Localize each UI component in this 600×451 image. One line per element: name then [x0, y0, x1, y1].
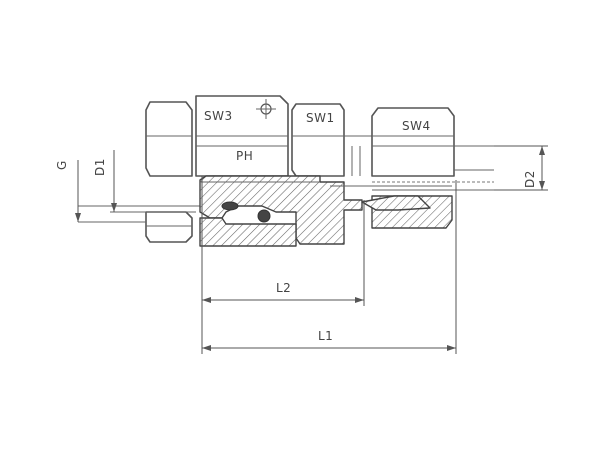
- section-body: [199, 175, 453, 247]
- label-d2: D2: [523, 170, 537, 188]
- label-sw4: SW4: [402, 119, 431, 133]
- sw4-nut: [371, 107, 455, 177]
- o-ring: [257, 209, 271, 223]
- dimension-d2: D2: [494, 145, 548, 191]
- label-sw3: SW3: [204, 109, 233, 123]
- label-l2: L2: [276, 281, 291, 295]
- label-ph: PH: [236, 149, 253, 163]
- left-nut: [145, 101, 193, 243]
- label-l1: L1: [318, 329, 333, 343]
- label-g: G: [55, 160, 69, 170]
- crosshair-icon: [256, 99, 276, 119]
- label-d1: D1: [93, 158, 107, 176]
- body-head: [195, 95, 289, 177]
- sealing-ring: [221, 201, 239, 211]
- label-sw1: SW1: [306, 111, 335, 125]
- dimension-d1: D1: [93, 150, 117, 212]
- dimension-l1: L1: [202, 180, 457, 354]
- right-tube: [372, 145, 494, 191]
- dimension-g: G: [55, 160, 81, 222]
- dimension-l2: L2: [201, 176, 365, 354]
